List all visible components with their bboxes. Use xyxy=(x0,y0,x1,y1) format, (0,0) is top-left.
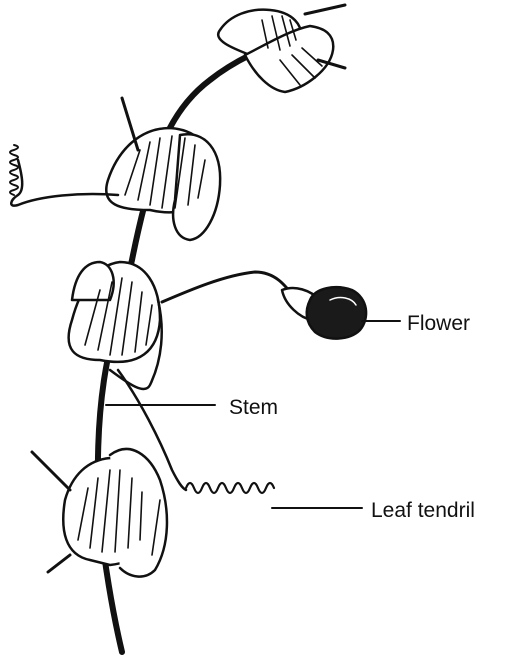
stem-label: Stem xyxy=(229,397,278,418)
flower-bottom xyxy=(32,449,167,577)
upper-tendril xyxy=(10,145,118,206)
flower-label: Flower xyxy=(407,313,470,334)
leaf-tendril-label: Leaf tendril xyxy=(371,500,475,521)
flower-middle xyxy=(69,262,162,389)
flower-pedicel xyxy=(162,272,295,302)
flower-top xyxy=(218,5,345,92)
flower-right xyxy=(282,287,366,338)
flower-upper xyxy=(106,98,220,240)
